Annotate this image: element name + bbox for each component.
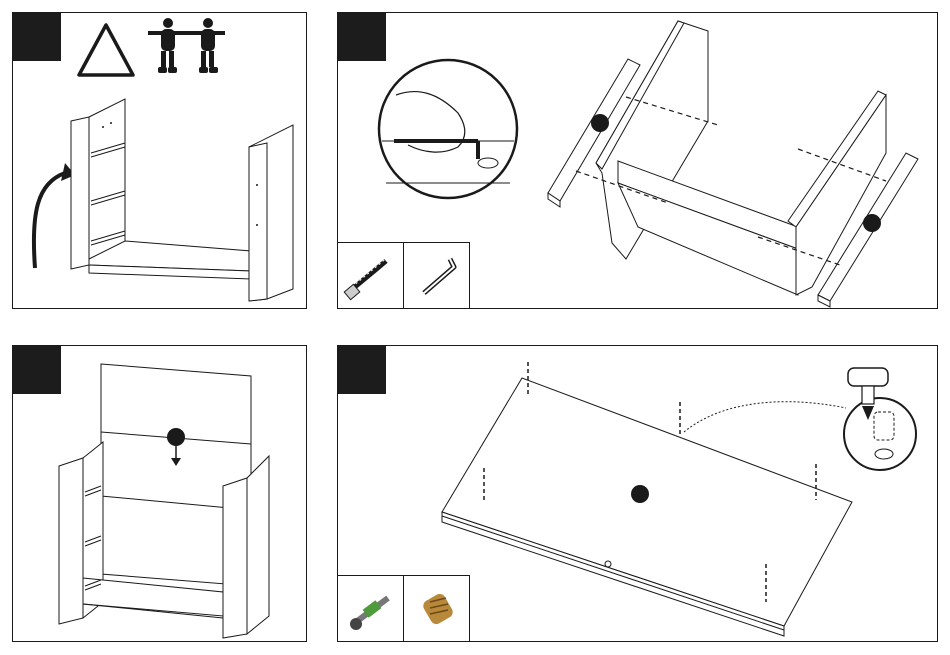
step-1-panel [12,12,307,309]
two-person-icon [148,18,225,73]
cam-bolt-icon [338,243,404,309]
allen-key-icon [404,243,470,309]
step-3-panel [12,345,307,642]
allen-key-detail-icon [379,60,517,198]
step-4-panel [337,345,938,642]
step-2-parts-tray [338,242,470,308]
wood-dowel-insert-part [404,575,470,641]
warning-triangle-icon [79,25,133,75]
cam-connector-icon [338,576,404,642]
step-2-panel [337,12,938,309]
allen-key-part [404,242,470,308]
cam-bolt-part [338,242,404,308]
threaded-insert-icon [404,576,470,642]
hammer-icon [844,368,916,470]
cam-connector-part [338,575,404,641]
rotate-arrow-icon [34,163,75,268]
step-4-parts-tray [338,575,470,641]
step-1-illustration [13,13,307,309]
step-3-illustration [13,346,307,642]
